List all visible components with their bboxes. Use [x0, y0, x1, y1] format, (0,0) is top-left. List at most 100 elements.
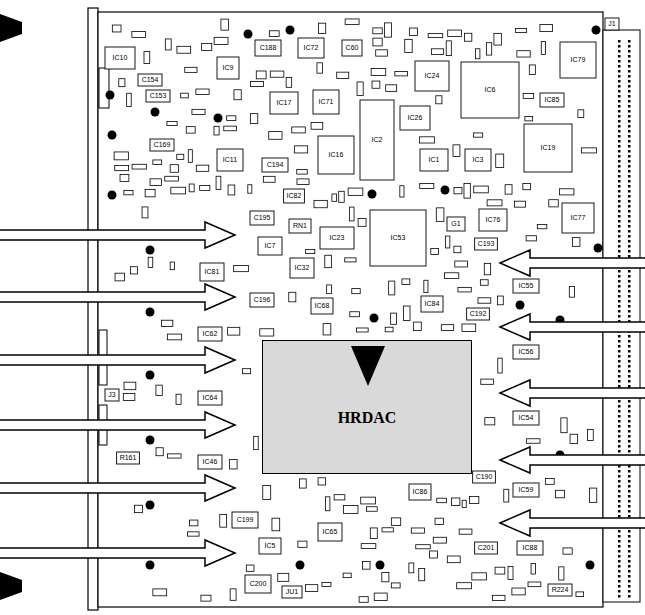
- part-designator: C194: [267, 161, 284, 169]
- connector-pin: [628, 170, 631, 173]
- connector-pin: [618, 410, 621, 413]
- part-designator: IC10: [113, 54, 128, 62]
- connector-pin: [628, 225, 631, 228]
- smd-part: [582, 148, 597, 153]
- connector-pin: [618, 530, 621, 533]
- part-designator: C196: [254, 296, 271, 304]
- connector-pin: [628, 485, 631, 488]
- component-footprint: [479, 209, 507, 231]
- connector-pin: [628, 230, 631, 233]
- part-designator: C169: [154, 141, 171, 149]
- smd-part: [221, 19, 229, 30]
- smd-part: [134, 505, 142, 512]
- part-designator: C199: [237, 516, 254, 524]
- component-footprint: [562, 203, 594, 233]
- smd-part: [176, 394, 181, 404]
- component-footprint: [282, 586, 302, 598]
- connector-pin: [618, 480, 621, 483]
- smd-part: [494, 33, 501, 45]
- smd-part: [286, 78, 292, 88]
- smd-part: [589, 488, 596, 502]
- smd-part: [234, 266, 249, 272]
- smd-part: [561, 418, 567, 433]
- connector-pin: [628, 115, 631, 118]
- pointer-arrow: [500, 314, 645, 340]
- connector-pin: [618, 405, 621, 408]
- connector-pin: [618, 590, 621, 593]
- connector: [99, 68, 109, 108]
- connector-pin: [628, 500, 631, 503]
- smd-part: [570, 434, 578, 443]
- smd-part: [528, 582, 541, 587]
- connector-pin: [618, 280, 621, 283]
- smd-part: [119, 79, 125, 87]
- smd-part: [156, 448, 163, 456]
- connector-pin: [618, 440, 621, 443]
- part-designator: C190: [476, 473, 493, 481]
- smd-part: [523, 94, 534, 99]
- smd-part: [537, 224, 547, 228]
- smd-part: [448, 30, 462, 36]
- part-designator: IC19: [541, 144, 556, 152]
- component-footprint: [548, 584, 572, 596]
- smd-part: [424, 280, 428, 292]
- connector-pin: [618, 340, 621, 343]
- smd-part: [132, 164, 146, 169]
- component-footprint: [298, 38, 324, 58]
- connector-pin: [628, 180, 631, 183]
- connector-pin: [618, 160, 621, 163]
- connector-pin: [618, 125, 621, 128]
- smd-part: [306, 585, 318, 592]
- connector-pin: [618, 300, 621, 303]
- connector-pin: [628, 420, 631, 423]
- connector-pin: [628, 530, 631, 533]
- smd-part: [250, 81, 263, 86]
- connector-pin: [618, 475, 621, 478]
- panel-handle: [0, 14, 22, 42]
- part-designator: IC77: [571, 214, 586, 222]
- smd-part: [214, 126, 219, 135]
- connector-pin: [628, 220, 631, 223]
- connector-pin: [618, 355, 621, 358]
- connector-pin: [618, 375, 621, 378]
- smd-part: [120, 174, 129, 181]
- connector-pin: [618, 535, 621, 538]
- connector-pin: [628, 560, 631, 563]
- connector-pin: [628, 175, 631, 178]
- smd-part: [504, 489, 509, 502]
- smd-part: [187, 532, 199, 536]
- smd-part: [376, 50, 388, 56]
- component-footprint: [198, 327, 222, 341]
- component-footprint: [318, 136, 354, 174]
- connector-pin: [628, 580, 631, 583]
- part-designator: IC88: [523, 544, 538, 552]
- connector-pin: [628, 125, 631, 128]
- smd-part: [498, 296, 504, 305]
- smd-part: [254, 436, 259, 449]
- test-point: [368, 190, 377, 199]
- component-footprint: [360, 100, 394, 180]
- connector-pin: [618, 215, 621, 218]
- connector-pin: [628, 410, 631, 413]
- test-point: [214, 114, 223, 123]
- component-footprint: [217, 57, 239, 79]
- test-point: [586, 561, 595, 570]
- smd-part: [192, 109, 205, 114]
- component-footprint: [250, 211, 274, 225]
- connector-pin: [628, 160, 631, 163]
- smd-part: [409, 28, 417, 35]
- smd-part: [454, 246, 461, 253]
- connector-pin: [628, 545, 631, 548]
- connector-pin: [628, 445, 631, 448]
- connector-pin: [628, 340, 631, 343]
- connector-pin: [628, 155, 631, 158]
- component-footprint: [513, 279, 539, 293]
- smd-part: [124, 382, 136, 390]
- component-footprint: [258, 237, 282, 255]
- connector-pin: [618, 85, 621, 88]
- component-footprint: [105, 389, 119, 401]
- smd-part: [559, 189, 574, 195]
- smd-part: [352, 289, 360, 294]
- smd-part: [230, 589, 236, 600]
- connector-pin: [618, 435, 621, 438]
